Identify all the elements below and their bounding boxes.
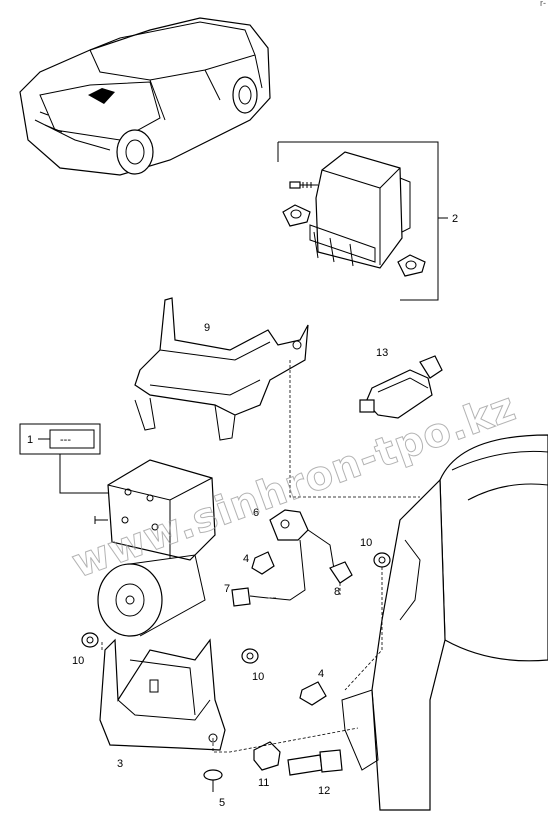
callout-9: 9 — [204, 322, 210, 334]
nut-4b-icon — [299, 681, 327, 706]
hydraulic-modulator-icon — [94, 459, 216, 637]
callout-8: 8 — [334, 586, 340, 598]
abs-control-module-icon — [309, 151, 411, 269]
callout-3: 3 — [117, 758, 123, 770]
callout-10b: 10 — [252, 671, 264, 683]
leader-9-13 — [289, 360, 420, 498]
grommet-part2-icon — [282, 204, 311, 227]
grommet-part2b-icon — [397, 254, 426, 277]
spacer-11-icon — [253, 741, 281, 771]
grommet-10a-icon — [81, 632, 99, 648]
callout-7: 7 — [224, 583, 230, 595]
car-illustration-icon — [19, 17, 271, 176]
callout-4a: 4 — [243, 553, 249, 565]
upper-bracket-icon — [134, 297, 309, 441]
callout-5: 5 — [219, 797, 225, 809]
clip-8-icon — [329, 561, 353, 584]
part2-bracket-line — [278, 141, 448, 301]
grommet-10c-icon — [373, 552, 391, 568]
callout-6: 6 — [253, 507, 259, 519]
grommet-10b-icon — [241, 648, 259, 664]
legend-box: 1 --- — [19, 423, 118, 497]
callout-2: 2 — [452, 213, 458, 225]
callout-11: 11 — [258, 777, 269, 789]
pressure-sensor-icon — [359, 355, 443, 419]
corner-mark: r- — [540, 0, 546, 8]
lower-bracket-icon — [99, 638, 226, 751]
legend-symbol: --- — [60, 434, 71, 446]
callout-10c: 10 — [360, 537, 372, 549]
bolt-5-icon — [203, 769, 223, 792]
callout-10a: 10 — [72, 655, 84, 667]
nut-4a-icon — [251, 551, 275, 575]
bracket-6-icon — [269, 509, 336, 601]
leader-misc — [268, 567, 383, 691]
bolt-12-icon — [287, 749, 343, 776]
callout-4b: 4 — [318, 668, 324, 680]
bolt-7-icon — [231, 587, 269, 607]
legend-number: 1 — [27, 434, 33, 446]
wheel-housing-icon — [341, 434, 548, 811]
screw-part2-icon — [289, 181, 318, 189]
callout-13: 13 — [376, 347, 388, 359]
callout-12: 12 — [318, 785, 330, 797]
leader-3-housing — [212, 727, 359, 753]
